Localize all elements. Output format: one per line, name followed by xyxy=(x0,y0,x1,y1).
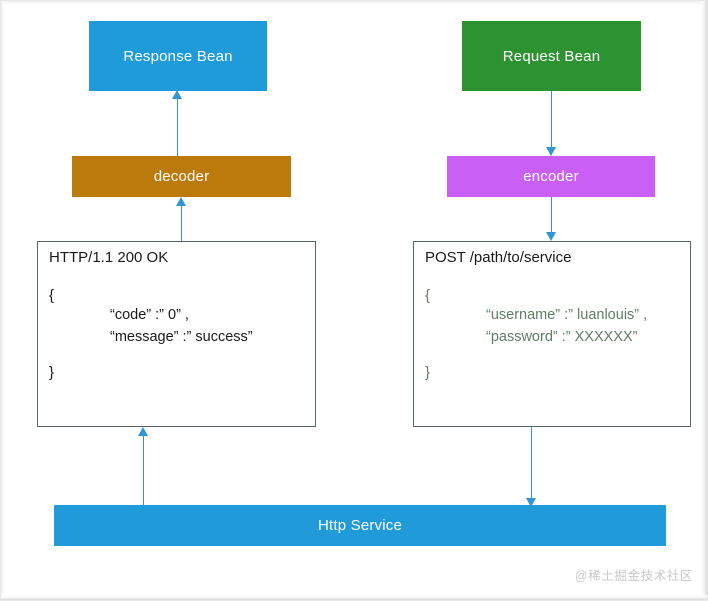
response-message-line-1: “code” :” 0” , xyxy=(110,307,189,323)
response-message-status-line: HTTP/1.1 200 OK xyxy=(49,249,169,266)
node-http-service-label: Http Service xyxy=(317,517,403,534)
request-message-line-1: “username” :” luanlouis” , xyxy=(486,307,648,323)
edge-http-service-to-response-message-line xyxy=(143,435,145,505)
edge-decoder-to-response-bean-arrowhead xyxy=(172,90,182,99)
edge-http-service-to-response-message-arrowhead xyxy=(138,427,148,436)
response-message-line-2: “message” :” success” xyxy=(110,329,253,345)
node-response-bean-label: Response Bean xyxy=(123,47,233,65)
edge-request-bean-to-encoder-arrowhead xyxy=(546,147,556,156)
node-request-bean[interactable]: Request Bean xyxy=(462,21,641,91)
node-request-message[interactable]: POST /path/to/service { “username” :” lu… xyxy=(413,241,691,427)
edge-response-message-to-decoder-arrowhead xyxy=(176,197,186,206)
edge-encoder-to-request-message-arrowhead xyxy=(546,232,556,241)
response-message-brace-close: } xyxy=(49,364,55,381)
request-message-brace-close: } xyxy=(425,364,431,381)
watermark-text: @稀土掘金技术社区 xyxy=(574,569,693,583)
node-decoder[interactable]: decoder xyxy=(72,156,291,197)
edge-request-bean-to-encoder-line xyxy=(551,91,553,148)
page-edge-right xyxy=(701,1,707,600)
node-http-service[interactable]: Http Service xyxy=(54,505,666,546)
edge-response-message-to-decoder-line xyxy=(181,205,183,242)
response-message-brace-open: { xyxy=(49,287,55,304)
edge-request-message-to-http-service-line xyxy=(531,427,533,499)
page-edge-left xyxy=(1,1,4,600)
request-message-request-line: POST /path/to/service xyxy=(425,249,572,266)
page-edge-bottom xyxy=(1,595,707,600)
request-message-brace-open: { xyxy=(425,287,431,304)
request-message-line-2: “password” :” XXXXXX” xyxy=(486,329,638,345)
edge-decoder-to-response-bean-line xyxy=(177,98,179,157)
node-encoder-label: encoder xyxy=(523,168,579,185)
node-response-bean[interactable]: Response Bean xyxy=(89,21,267,91)
page-edge-top xyxy=(1,1,707,4)
edge-request-message-to-http-service-arrowhead xyxy=(526,498,536,507)
node-encoder[interactable]: encoder xyxy=(447,156,655,197)
node-response-message[interactable]: HTTP/1.1 200 OK { “code” :” 0” , “messag… xyxy=(37,241,316,427)
edge-encoder-to-request-message-line xyxy=(551,197,553,233)
node-decoder-label: decoder xyxy=(153,168,210,185)
node-request-bean-label: Request Bean xyxy=(502,47,601,65)
